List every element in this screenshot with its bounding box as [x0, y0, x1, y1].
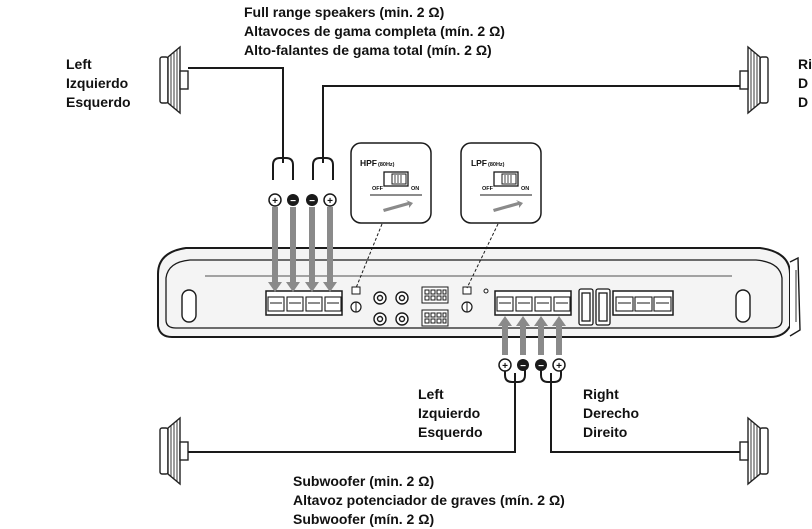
label-es: D	[798, 75, 809, 91]
hpf-off: OFF	[372, 186, 384, 192]
rca-input-jacks	[373, 291, 409, 326]
label-pt: Esquerdo	[66, 94, 131, 110]
polarity-minus-marker: −	[535, 359, 547, 372]
label-en: Left	[66, 56, 92, 72]
hpf-freq: (80Hz)	[378, 162, 395, 168]
bottom-wire-loops	[504, 360, 562, 392]
label-es: Derecho	[583, 405, 640, 421]
svg-text:−: −	[538, 361, 544, 372]
amplifier-body	[157, 247, 801, 338]
top-left-speaker-icon	[159, 46, 189, 114]
svg-text:+: +	[502, 361, 508, 372]
polarity-plus-marker: +	[552, 358, 566, 372]
subwoofer-caption: Subwoofer (min. 2 Ω) Altavoz potenciador…	[293, 472, 565, 529]
sub-terminal-arrows	[498, 316, 566, 355]
callout-pointers	[355, 223, 499, 289]
svg-text:−: −	[520, 361, 526, 372]
power-terminal-block	[612, 290, 674, 316]
lpf-title: LPF	[471, 158, 487, 168]
front-polarity-markers: + − − +	[268, 193, 337, 207]
control-connector-ports	[421, 286, 449, 327]
svg-text:+: +	[556, 361, 562, 372]
lpf-off: OFF	[482, 186, 494, 192]
label-en: Right	[583, 386, 619, 402]
polarity-plus-marker: +	[268, 193, 282, 207]
label-pt: Direito	[583, 424, 628, 440]
full-range-caption: Full range speakers (min. 2 Ω) Altavoces…	[244, 3, 505, 60]
lpf-on: ON	[521, 186, 529, 192]
lpf-switch-on-amp	[461, 286, 489, 313]
svg-text:−: −	[309, 196, 315, 207]
top-right-speaker-icon	[739, 46, 769, 114]
hpf-title: HPF	[360, 158, 377, 168]
label-en: Left	[418, 386, 444, 402]
top-wire-loops	[272, 150, 334, 180]
svg-text:−: −	[290, 196, 296, 207]
bottom-left-subwoofer-icon	[159, 417, 189, 485]
top-right-speaker-label: Ri D D	[798, 55, 812, 112]
fuse-slots	[578, 288, 611, 326]
caption-line-en: Subwoofer (min. 2 Ω)	[293, 473, 435, 489]
lpf-freq: (80Hz)	[488, 162, 505, 168]
polarity-plus-marker: +	[498, 358, 512, 372]
label-es: Izquierdo	[66, 75, 129, 91]
bottom-right-subwoofer-icon	[739, 417, 769, 485]
polarity-minus-marker: −	[517, 359, 529, 372]
front-terminal-arrows	[268, 207, 337, 292]
polarity-plus-marker: +	[323, 193, 337, 207]
hpf-on: ON	[411, 186, 419, 192]
subwoofer-terminal-block	[494, 290, 572, 316]
label-es: Izquierdo	[418, 405, 481, 421]
label-en: Ri	[798, 56, 812, 72]
svg-text:+: +	[327, 196, 333, 207]
bottom-left-subwoofer-label: Left Izquierdo Esquerdo	[418, 385, 483, 442]
svg-text:+: +	[272, 196, 278, 207]
caption-line-es: Altavoces de gama completa (mín. 2 Ω)	[244, 23, 505, 39]
speaker-wires	[188, 67, 740, 453]
caption-line-es: Altavoz potenciador de graves (mín. 2 Ω)	[293, 492, 565, 508]
sub-polarity-markers: + − − +	[498, 358, 566, 372]
hpf-switch-on-amp	[350, 286, 362, 313]
label-pt: Esquerdo	[418, 424, 483, 440]
polarity-minus-marker: −	[287, 194, 299, 207]
top-left-speaker-label: Left Izquierdo Esquerdo	[66, 55, 131, 112]
bottom-right-subwoofer-label: Right Derecho Direito	[583, 385, 639, 442]
lpf-callout: LPF (80Hz) OFF ON	[460, 142, 542, 224]
label-pt: D	[798, 94, 809, 110]
polarity-minus-marker: −	[306, 194, 318, 207]
hpf-callout: HPF (80Hz) OFF ON	[350, 142, 432, 224]
front-speaker-terminal-block	[265, 290, 343, 316]
caption-line-pt: Subwoofer (mín. 2 Ω)	[293, 511, 435, 527]
caption-line-en: Full range speakers (min. 2 Ω)	[244, 4, 445, 20]
caption-line-pt: Alto-falantes de gama total (mín. 2 Ω)	[244, 42, 492, 58]
